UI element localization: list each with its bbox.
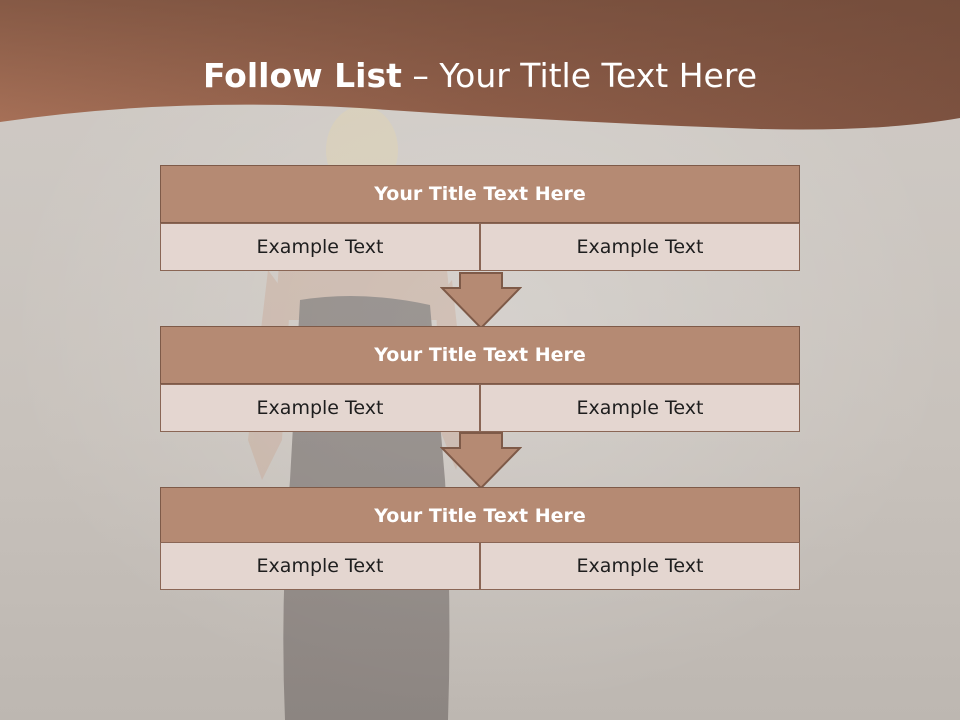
down-arrow-icon (440, 272, 522, 330)
block-title: Your Title Text Here (160, 165, 800, 223)
block-cell-left: Example Text (160, 223, 480, 271)
slide-title: Follow List – Your Title Text Here (0, 54, 960, 98)
header-band (0, 0, 960, 130)
block-title: Your Title Text Here (160, 487, 800, 545)
block-title: Your Title Text Here (160, 326, 800, 384)
block-cell-right: Example Text (480, 384, 800, 432)
block-cell-left: Example Text (160, 542, 480, 590)
slide-title-rest: Your Title Text Here (439, 56, 758, 95)
block-cell-left: Example Text (160, 384, 480, 432)
down-arrow-icon (440, 432, 522, 490)
block-cell-right: Example Text (480, 542, 800, 590)
block-cell-right: Example Text (480, 223, 800, 271)
slide-title-bold: Follow List (202, 56, 402, 95)
slide-title-separator: – (401, 56, 440, 95)
